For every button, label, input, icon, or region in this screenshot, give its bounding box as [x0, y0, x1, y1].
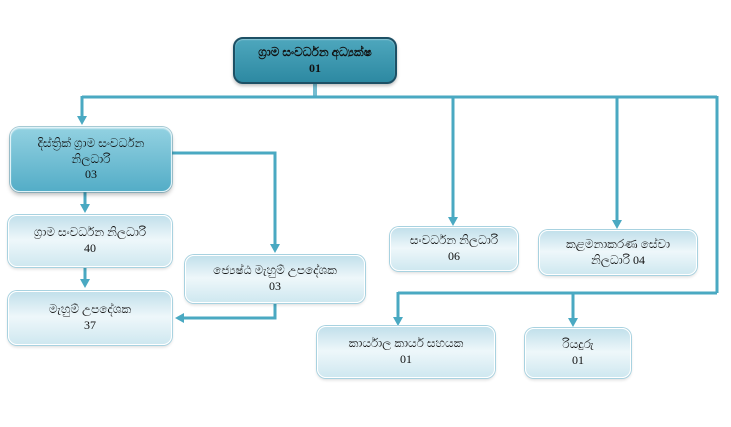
node-director-label: ග්‍රාම සංවර්ධන අධ්‍යක්ෂ — [258, 44, 372, 59]
arrowhead-sewing — [80, 279, 90, 288]
arrowhead-sewing-left — [175, 313, 184, 323]
arrowhead-office-aide — [393, 317, 403, 326]
node-development-officer-label: සංවර්ධන නිලධාරි — [409, 233, 499, 248]
node-office-aide-count: 01 — [400, 352, 412, 366]
node-director: ග්‍රාම සංවර්ධන අධ්‍යක්ෂ 01 — [233, 37, 397, 84]
node-district-officer-count: 03 — [85, 167, 97, 182]
node-grama-niladhari: ග්‍රාම සංවර්ධන නිලධාරි 40 — [8, 215, 172, 267]
arrowhead-development-officer — [448, 217, 458, 226]
arrowhead-senior-sewing — [270, 244, 280, 253]
node-senior-sewing-instructor-label: ජ්‍යෙෂ්ඨ මැහුම් උපදේශක — [213, 263, 337, 278]
arrowhead-grama-niladhari — [80, 204, 90, 213]
node-driver-count: 01 — [572, 353, 584, 367]
node-district-officer-label-1: දිස්ත්‍රික් ග්‍රාම සංවර්ධන — [37, 136, 145, 151]
node-office-aide-label: කාර්යාල කාර්ය සහයක — [348, 336, 464, 351]
node-senior-sewing-instructor-count: 03 — [269, 279, 281, 293]
node-district-officer: දිස්ත්‍රික් ග්‍රාම සංවර්ධන නිලධාරි 03 — [10, 127, 172, 192]
node-office-aide: කාර්යාල කාර්ය සහයක 01 — [317, 326, 495, 378]
node-development-officer-count: 06 — [448, 249, 460, 263]
arrowhead-driver — [568, 318, 578, 327]
node-sewing-instructor: මැහුම් උපදේශක 37 — [8, 291, 172, 345]
node-driver: රියදුරු 01 — [525, 328, 631, 378]
node-management-service-officer: කළමනාකරණ සේවා නිලධාරි 04 — [539, 230, 697, 275]
arrowhead-management-officer — [612, 220, 622, 229]
node-grama-niladhari-label: ග්‍රාම සංවර්ධන නිලධාරි — [33, 225, 147, 240]
node-management-service-officer-label: කළමනාකරණ සේවා — [565, 236, 671, 251]
node-district-officer-label-2: නිලධාරි — [71, 151, 111, 166]
node-management-service-officer-count: නිලධාරි 04 — [591, 252, 645, 267]
node-driver-label: රියදුරු — [562, 337, 594, 352]
arrowhead-district — [77, 116, 87, 125]
node-grama-niladhari-count: 40 — [84, 241, 96, 255]
edge-senior-sewing-sewing — [184, 303, 277, 320]
node-sewing-instructor-label: මැහුම් උපදේශක — [48, 302, 132, 317]
node-senior-sewing-instructor: ජ්‍යෙෂ්ඨ මැහුම් උපදේශක 03 — [185, 255, 365, 303]
edge-district-senior-sewing — [172, 151, 277, 245]
node-sewing-instructor-count: 37 — [84, 318, 96, 332]
node-development-officer: සංවර්ධන නිලධාරි 06 — [390, 227, 518, 271]
node-director-count: 01 — [309, 60, 321, 75]
